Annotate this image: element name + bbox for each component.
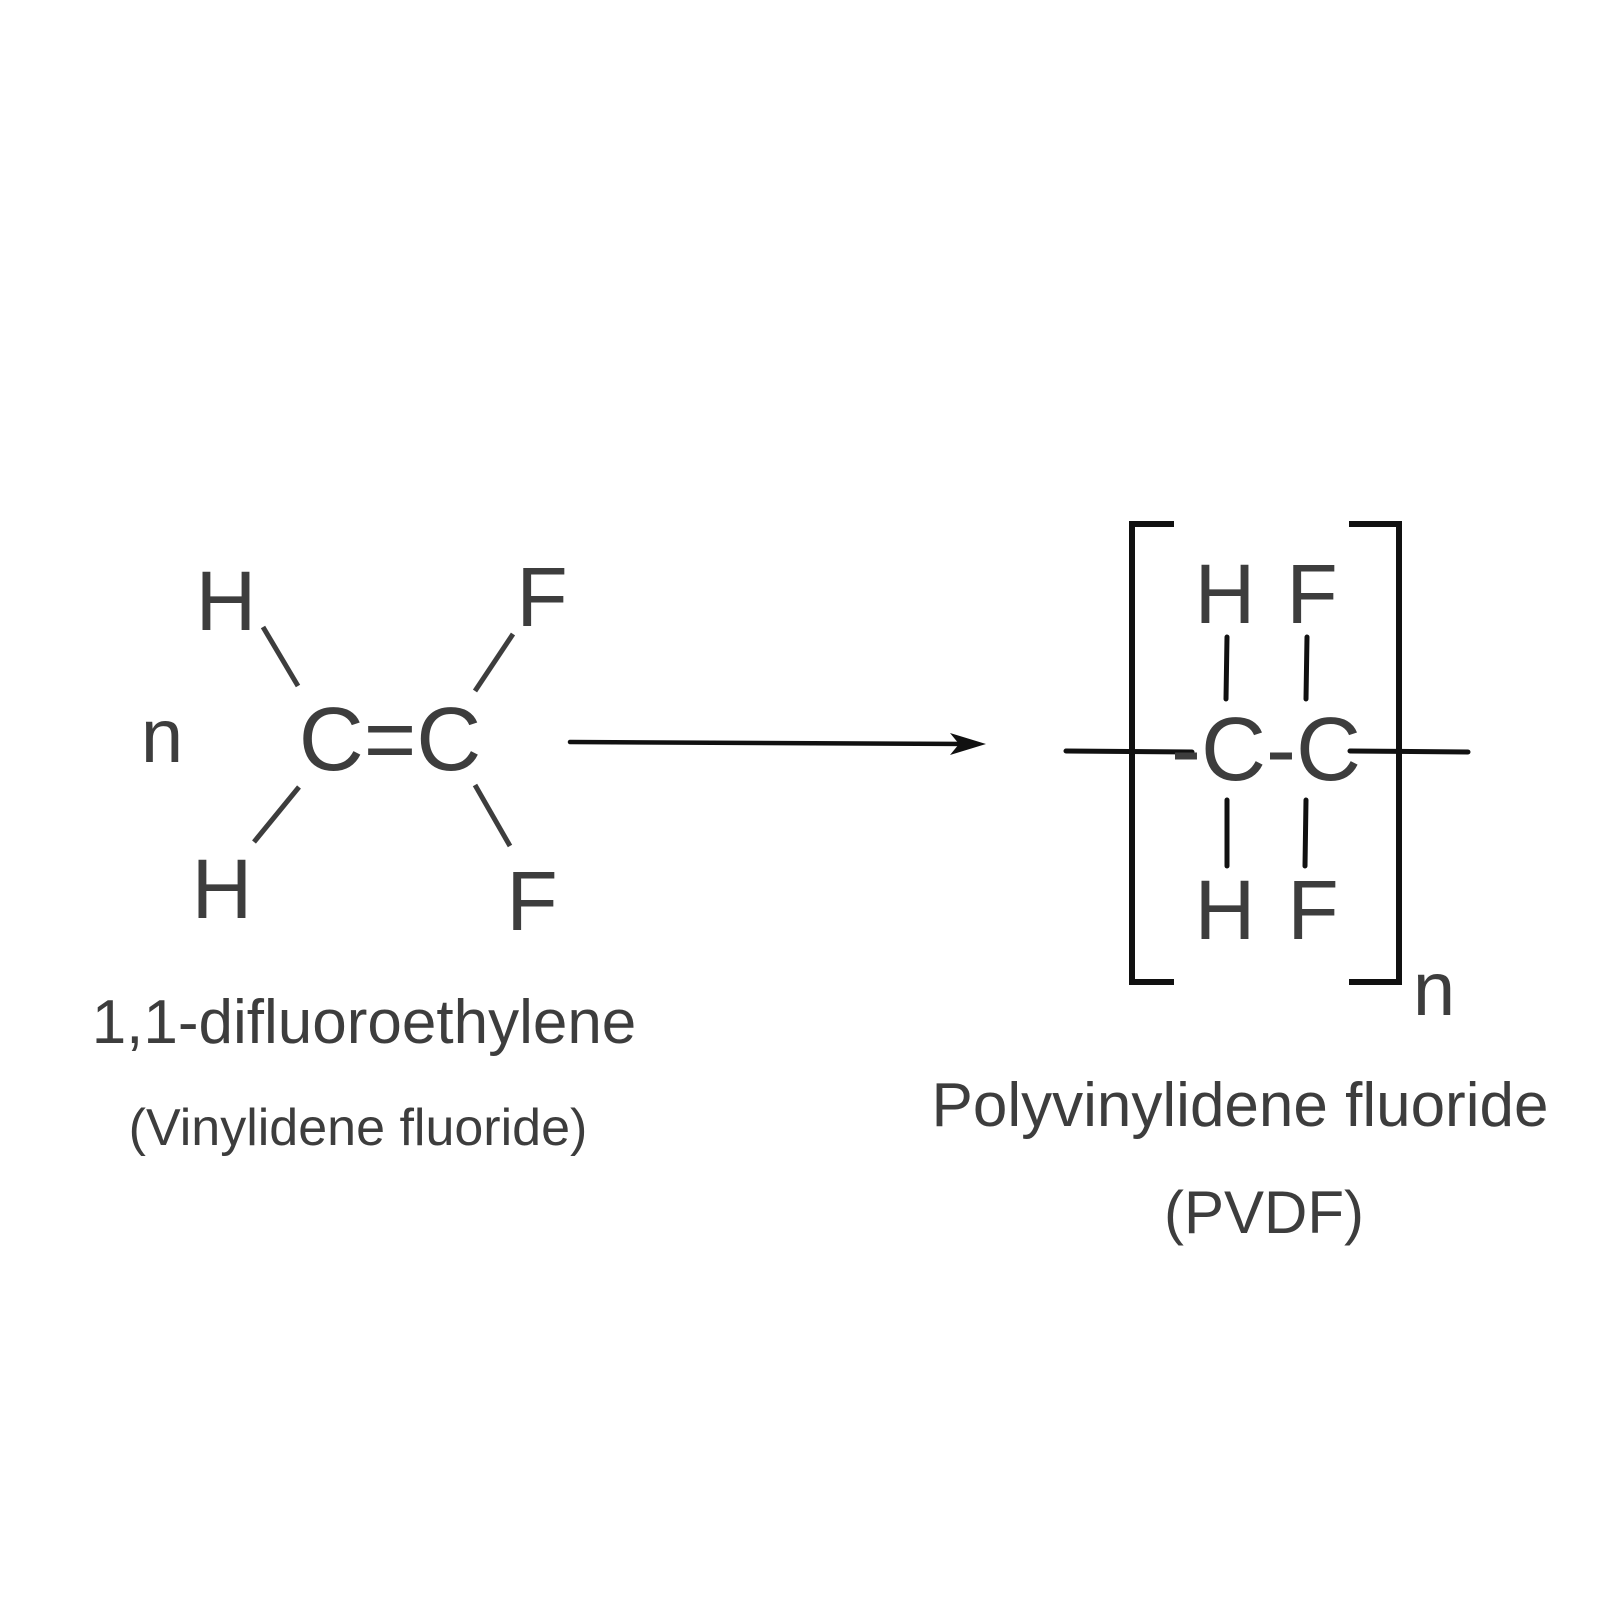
product-core-carbons: -C-C: [1171, 700, 1361, 800]
product-name: Polyvinylidene fluoride: [932, 1071, 1549, 1140]
product-f-bottom: F: [1287, 863, 1338, 957]
product-f-top: F: [1286, 547, 1337, 641]
reactant-structure: n H F C=C H F: [141, 550, 568, 948]
bond-f-top: [472, 632, 516, 693]
chain-bond-right: [1347, 748, 1471, 755]
reaction-arrow: [567, 733, 986, 755]
chain-bond-left: [1063, 748, 1195, 755]
reactant-coefficient: n: [141, 694, 183, 779]
bond-h-top: [260, 625, 301, 688]
product-structure: H F -C-C H F n: [1063, 521, 1471, 1032]
reactant-alt-name: (Vinylidene fluoride): [129, 1099, 588, 1157]
reactant-name: 1,1-difluoroethylene: [92, 988, 637, 1057]
reactant-f-top: F: [516, 550, 567, 644]
product-abbreviation: (PVDF): [1164, 1179, 1364, 1246]
bond-f-bottom: [472, 783, 513, 848]
product-h-top: H: [1195, 547, 1256, 641]
reactant-f-bottom: F: [506, 854, 557, 948]
bond-product-f-top: [1303, 634, 1310, 702]
reactant-h-bottom: H: [192, 842, 253, 936]
reactant-h-top: H: [196, 554, 257, 648]
reactant-core-carbons: C=C: [299, 690, 482, 790]
bond-h-bottom: [252, 785, 301, 844]
bond-product-f-bottom: [1302, 797, 1309, 869]
product-h-bottom: H: [1195, 863, 1256, 957]
repeat-subscript: n: [1413, 947, 1455, 1032]
bond-product-h-top: [1223, 634, 1230, 702]
